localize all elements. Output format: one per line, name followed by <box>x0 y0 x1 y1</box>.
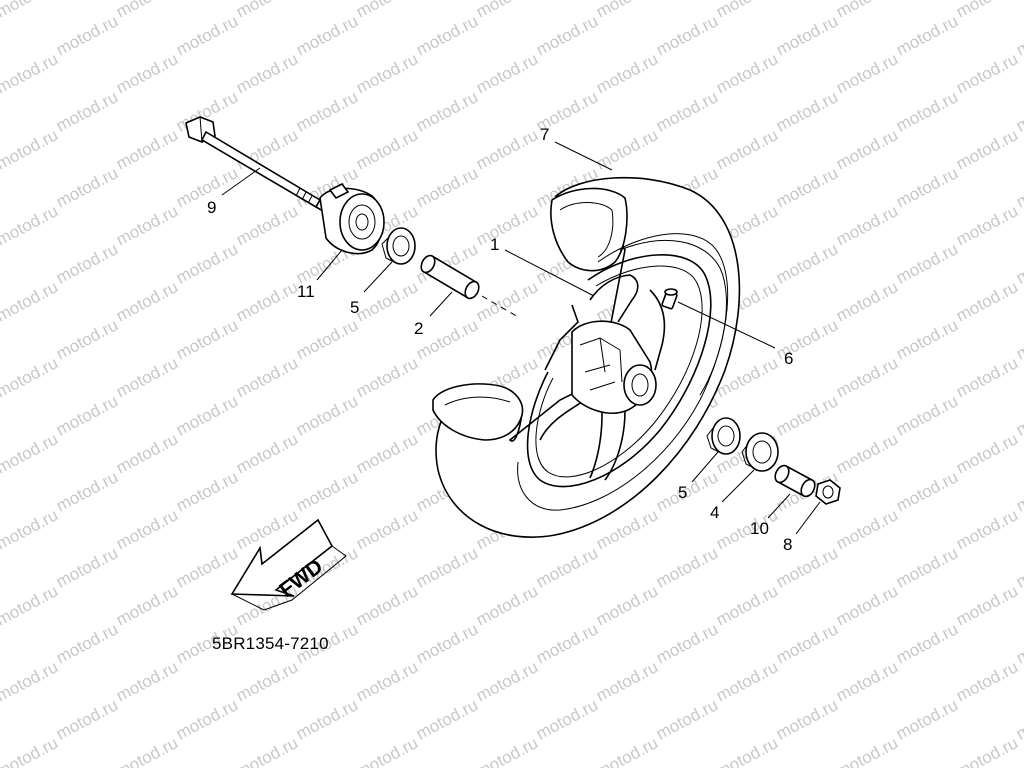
callout-5-right: 5 <box>678 483 687 502</box>
callout-9: 9 <box>207 198 216 217</box>
bearing-left <box>381 227 416 265</box>
collar <box>420 254 480 300</box>
callout-1: 1 <box>490 235 499 254</box>
speedometer-gear-unit <box>319 182 385 255</box>
callout-11: 11 <box>297 282 315 301</box>
callout-4: 4 <box>710 503 719 522</box>
collar-right <box>774 464 816 498</box>
wheel-rim <box>526 254 712 488</box>
valve <box>661 288 678 310</box>
part-reference-code: 5BR1354-7210 <box>212 634 329 653</box>
axle-nut <box>815 479 841 505</box>
callout-8: 8 <box>783 535 792 554</box>
callout-7: 7 <box>540 125 549 144</box>
callout-10: 10 <box>750 519 769 538</box>
bearing-right <box>706 417 741 455</box>
forward-arrow-icon: FWD <box>230 518 347 611</box>
leader-lines <box>221 141 821 535</box>
callout-5-left: 5 <box>350 298 359 317</box>
tire <box>432 176 741 538</box>
oil-seal <box>741 432 779 472</box>
callout-2: 2 <box>414 319 423 338</box>
axle <box>185 116 334 216</box>
callout-6: 6 <box>784 349 793 368</box>
